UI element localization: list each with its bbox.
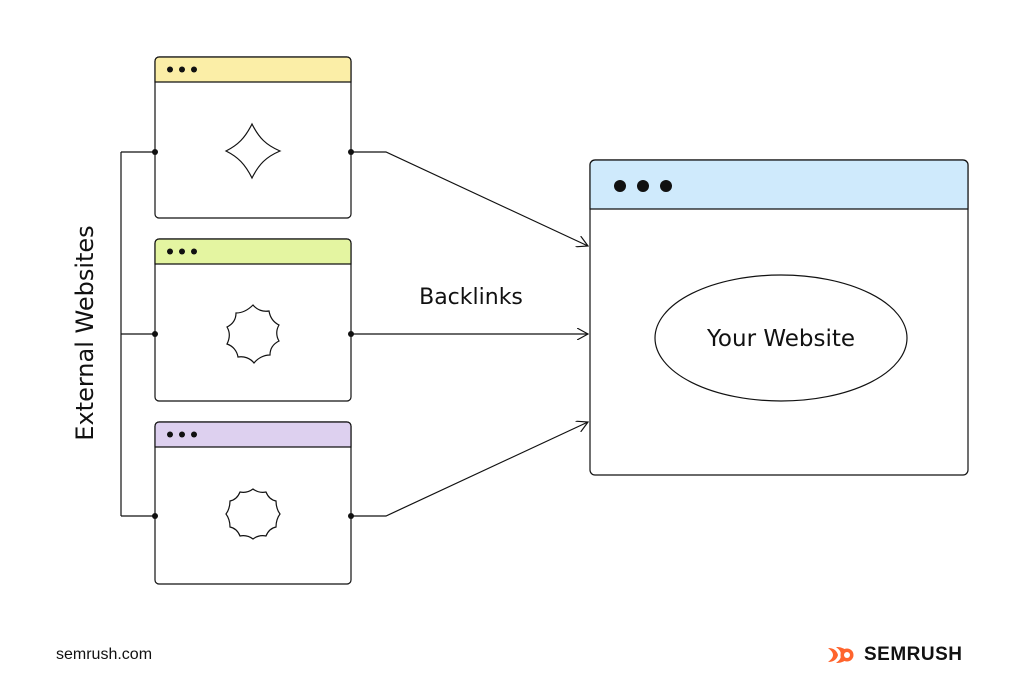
footer-url: semrush.com — [56, 646, 153, 663]
external-site-2-header — [154, 238, 352, 265]
backlink-arrows — [351, 151, 588, 517]
window-dots-icon — [167, 431, 197, 438]
backlink-arrow-1 — [351, 151, 588, 246]
external-site-3-header — [154, 421, 352, 448]
external-site-2-window — [152, 238, 354, 402]
connector-dot — [152, 149, 158, 155]
backlink-arrow-3 — [351, 422, 588, 517]
external-websites-label: External Websites — [71, 225, 99, 440]
your-website-window: Your Website — [589, 159, 969, 476]
window-dots-icon — [614, 180, 672, 192]
semrush-wordmark: SEMRUSH — [864, 644, 963, 665]
eight-point-flower-icon — [225, 488, 281, 540]
your-website-header — [589, 159, 969, 210]
external-site-1-window — [152, 56, 354, 219]
connector-dot — [152, 513, 158, 519]
window-dots-icon — [167, 66, 197, 73]
external-sites-bracket — [120, 151, 155, 517]
external-site-3-window — [152, 421, 354, 585]
four-point-star-icon — [224, 122, 282, 180]
connector-dot — [152, 331, 158, 337]
backlinks-label: Backlinks — [419, 285, 523, 310]
semrush-logo: SEMRUSH — [826, 643, 963, 667]
your-website-ellipse — [654, 274, 908, 402]
external-site-1-header — [154, 56, 352, 83]
your-website-label: Your Website — [706, 326, 855, 352]
semrush-flame-icon — [828, 647, 854, 663]
window-dots-icon — [167, 248, 197, 255]
seven-point-blob-icon — [226, 304, 280, 364]
